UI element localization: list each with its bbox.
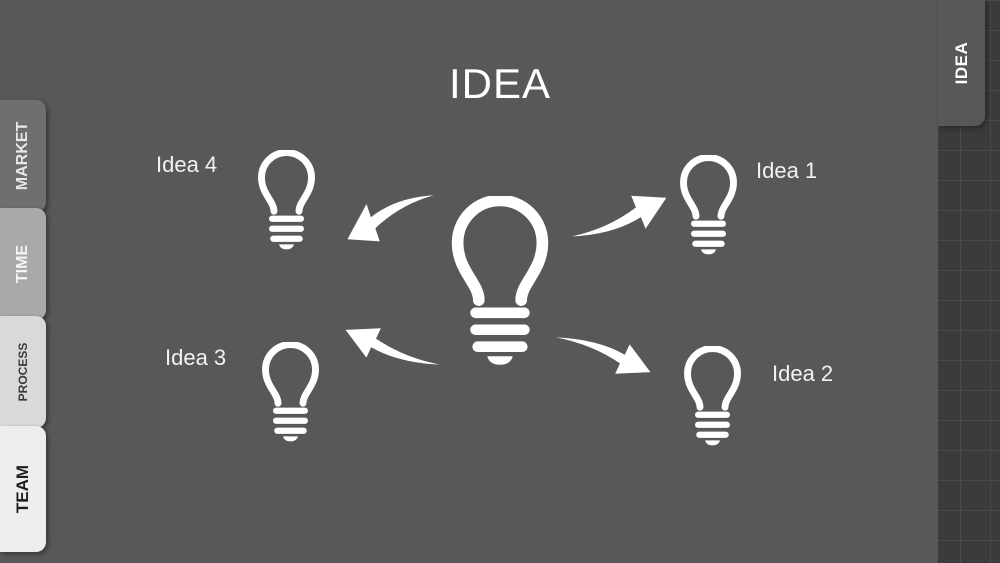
idea-3-label: Idea 3 [165,345,227,370]
slide-canvas: IDEA Idea 4 Idea 1 Idea 3 Idea 2 [0,0,938,563]
idea-4-label: Idea 4 [156,152,218,177]
idea-2-lightbulb-icon [681,346,744,446]
tab-idea[interactable]: IDEA [938,0,985,126]
tab-idea-label: IDEA [951,41,971,85]
tab-market[interactable]: MARKET [0,100,46,212]
idea-4-lightbulb-icon [255,150,318,250]
idea-1-lightbulb-icon [677,155,740,255]
tab-process-label: PROCESS [16,342,30,402]
tab-market-label: MARKET [14,121,31,191]
idea-2-label: Idea 2 [772,361,834,386]
central-lightbulb-icon [447,196,553,366]
tab-team[interactable]: TEAM [0,426,46,552]
arrow-to-idea-4-icon [346,182,434,248]
tab-process[interactable]: PROCESS [0,316,46,428]
tab-time-label: TIME [14,244,31,284]
idea-1-label: Idea 1 [756,158,818,183]
arrow-to-idea-3-icon [344,323,440,375]
tab-time[interactable]: TIME [0,208,46,320]
page-title: IDEA [448,60,552,107]
idea-3-lightbulb-icon [259,342,322,442]
arrow-to-idea-1-icon [572,190,668,248]
arrow-to-idea-2-icon [556,327,652,379]
tab-team-label: TEAM [13,464,32,514]
